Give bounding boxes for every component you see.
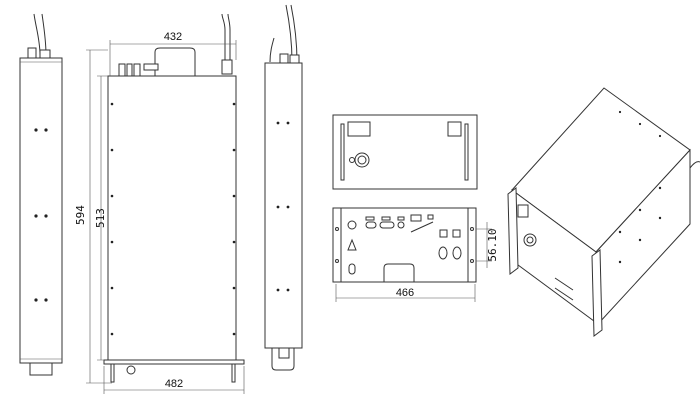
dim-466: 466 (396, 287, 414, 299)
left-side-view (19, 13, 63, 376)
dim-513: 513 (94, 208, 107, 228)
dim-594: 594 (74, 205, 87, 225)
front-panel-view (332, 207, 492, 302)
isometric-view (507, 87, 700, 337)
dim-432: 432 (164, 31, 182, 43)
right-side-view (264, 4, 303, 371)
dim-482: 482 (165, 378, 183, 390)
top-view (86, 13, 245, 394)
rear-panel-view (332, 114, 478, 190)
dim-56-10: 56.10 (486, 228, 499, 261)
